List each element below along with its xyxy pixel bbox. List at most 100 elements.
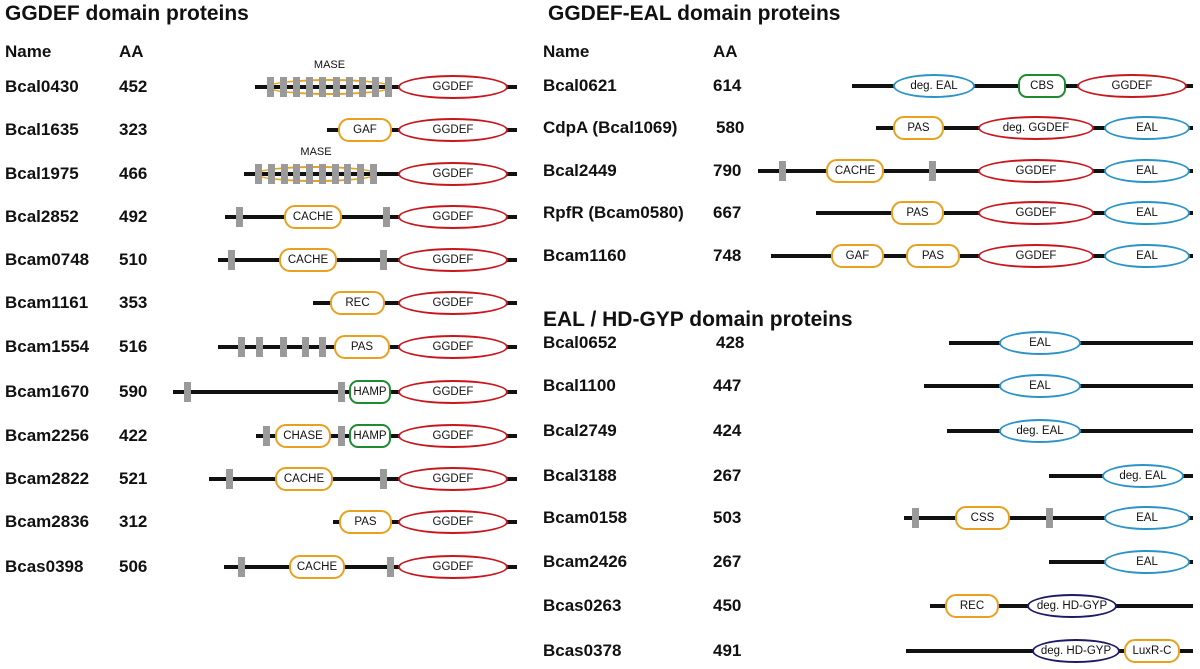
cache-domain: CACHE bbox=[275, 467, 333, 491]
mase-domain-tm-8 bbox=[372, 77, 379, 97]
protein-name: RpfR (Bcam0580) bbox=[543, 203, 684, 222]
track bbox=[758, 169, 1193, 173]
protein-length: 510 bbox=[119, 250, 148, 269]
protein-name: Bcam1670 bbox=[5, 382, 90, 401]
ggdef-domain: GGDEF bbox=[398, 291, 508, 315]
cbs-domain: CBS bbox=[1018, 74, 1066, 98]
protein-length: 491 bbox=[713, 641, 742, 660]
protein-length: 521 bbox=[119, 469, 148, 488]
mase-domain-tm-3 bbox=[293, 164, 300, 184]
ggdef-domain: GGDEF bbox=[398, 335, 508, 359]
deg-eal-domain: deg. EAL bbox=[1102, 464, 1184, 488]
tm-helix bbox=[280, 337, 287, 357]
protein-length: 506 bbox=[119, 557, 148, 576]
mase-domain-tm-0 bbox=[255, 164, 262, 184]
protein-name: Bcal1100 bbox=[543, 376, 616, 395]
protein-name: Bcas0398 bbox=[5, 557, 84, 576]
protein-name: Bcam1160 bbox=[543, 246, 627, 265]
protein-name: Bcam0158 bbox=[543, 508, 628, 527]
protein-length: 323 bbox=[119, 120, 148, 139]
protein-name: Bcal0430 bbox=[5, 77, 79, 96]
protein-length: 503 bbox=[713, 508, 742, 527]
protein-length: 353 bbox=[119, 293, 148, 312]
mase-domain-tm-3 bbox=[306, 77, 313, 97]
protein-name: Bcal1975 bbox=[5, 164, 79, 183]
tm-helix bbox=[338, 382, 345, 402]
mase-domain-tm-2 bbox=[293, 77, 300, 97]
track bbox=[244, 172, 517, 176]
protein-name: Bcam0748 bbox=[5, 250, 90, 269]
protein-length: 267 bbox=[713, 466, 742, 485]
mase-domain-tm-9 bbox=[370, 164, 377, 184]
mase-domain-label: MASE bbox=[313, 59, 346, 71]
protein-name: Bcas0263 bbox=[543, 596, 622, 615]
eal-domain: EAL bbox=[1104, 550, 1190, 574]
protein-length: 580 bbox=[716, 118, 745, 137]
protein-name: Bcam2256 bbox=[5, 426, 90, 445]
ggdef-eal-section-title: GGDEF-EAL domain proteins bbox=[548, 2, 841, 25]
ggdef-domain: GGDEF bbox=[398, 118, 508, 142]
protein-name: Bcam2836 bbox=[5, 512, 90, 531]
ggdef-domain: GGDEF bbox=[978, 201, 1094, 225]
protein-name: Bcal2749 bbox=[543, 421, 617, 440]
gaf-domain: GAF bbox=[831, 244, 884, 268]
tm-helix bbox=[1046, 508, 1053, 528]
ggdef-section-title: GGDEF domain proteins bbox=[5, 2, 249, 25]
protein-name: Bcal1635 bbox=[5, 120, 79, 139]
deg-eal-domain: deg. EAL bbox=[893, 74, 975, 98]
tm-helix bbox=[387, 557, 394, 577]
deg-hdgyp-domain: deg. HD-GYP bbox=[1032, 639, 1120, 663]
tm-helix bbox=[929, 161, 936, 181]
protein-length: 466 bbox=[119, 164, 148, 183]
deg-ggdef-domain: deg. GGDEF bbox=[978, 116, 1094, 140]
eal-domain: EAL bbox=[1104, 201, 1190, 225]
eal-domain: EAL bbox=[1104, 116, 1190, 140]
protein-name: Bcam1554 bbox=[5, 337, 90, 356]
protein-length: 667 bbox=[713, 203, 742, 222]
tm-helix bbox=[228, 250, 235, 270]
protein-length: 748 bbox=[713, 246, 742, 265]
protein-length: 516 bbox=[119, 337, 148, 356]
cache-domain: CACHE bbox=[826, 159, 884, 183]
ggdef-eal-name-header: Name bbox=[543, 42, 590, 61]
ggdef-domain: GGDEF bbox=[398, 380, 508, 404]
deg-eal-domain: deg. EAL bbox=[999, 419, 1081, 443]
chase-domain: CHASE bbox=[275, 424, 331, 448]
eal-domain: EAL bbox=[999, 331, 1081, 355]
protein-length: 492 bbox=[119, 207, 148, 226]
protein-length: 450 bbox=[713, 596, 742, 615]
tm-helix bbox=[236, 207, 243, 227]
protein-name: Bcal2449 bbox=[543, 161, 617, 180]
ggdef-domain: GGDEF bbox=[1077, 74, 1187, 98]
protein-length: 424 bbox=[713, 421, 742, 440]
track bbox=[225, 215, 517, 219]
rec-domain: REC bbox=[945, 594, 999, 618]
protein-length: 590 bbox=[119, 382, 148, 401]
tm-helix bbox=[380, 250, 387, 270]
eal-domain: EAL bbox=[1104, 244, 1190, 268]
mase-domain-tm-5 bbox=[333, 77, 340, 97]
mase-domain-tm-1 bbox=[280, 77, 287, 97]
ggdef-domain: GGDEF bbox=[978, 244, 1094, 268]
protein-name: Bcal0621 bbox=[543, 76, 617, 95]
mase-domain-tm-8 bbox=[357, 164, 364, 184]
ggdef-aa-header: AA bbox=[119, 42, 144, 61]
ggdef-domain: GGDEF bbox=[398, 162, 508, 186]
pas-domain: PAS bbox=[893, 116, 944, 140]
ggdef-domain: GGDEF bbox=[398, 424, 508, 448]
protein-length: 428 bbox=[716, 333, 745, 352]
pas-domain: PAS bbox=[334, 335, 390, 359]
ggdef-domain: GGDEF bbox=[398, 248, 508, 272]
protein-length: 452 bbox=[119, 77, 148, 96]
hamp-domain: HAMP bbox=[349, 424, 391, 448]
tm-helix bbox=[226, 469, 233, 489]
ggdef-domain: GGDEF bbox=[398, 467, 508, 491]
tm-helix bbox=[912, 508, 919, 528]
pas-domain: PAS bbox=[891, 201, 944, 225]
protein-name: Bcal0652 bbox=[543, 333, 617, 352]
cache-domain: CACHE bbox=[284, 205, 342, 229]
mase-domain-label: MASE bbox=[300, 146, 332, 158]
cache-domain: CACHE bbox=[279, 248, 337, 272]
ggdef-name-header: Name bbox=[5, 42, 52, 61]
tm-helix bbox=[238, 337, 245, 357]
